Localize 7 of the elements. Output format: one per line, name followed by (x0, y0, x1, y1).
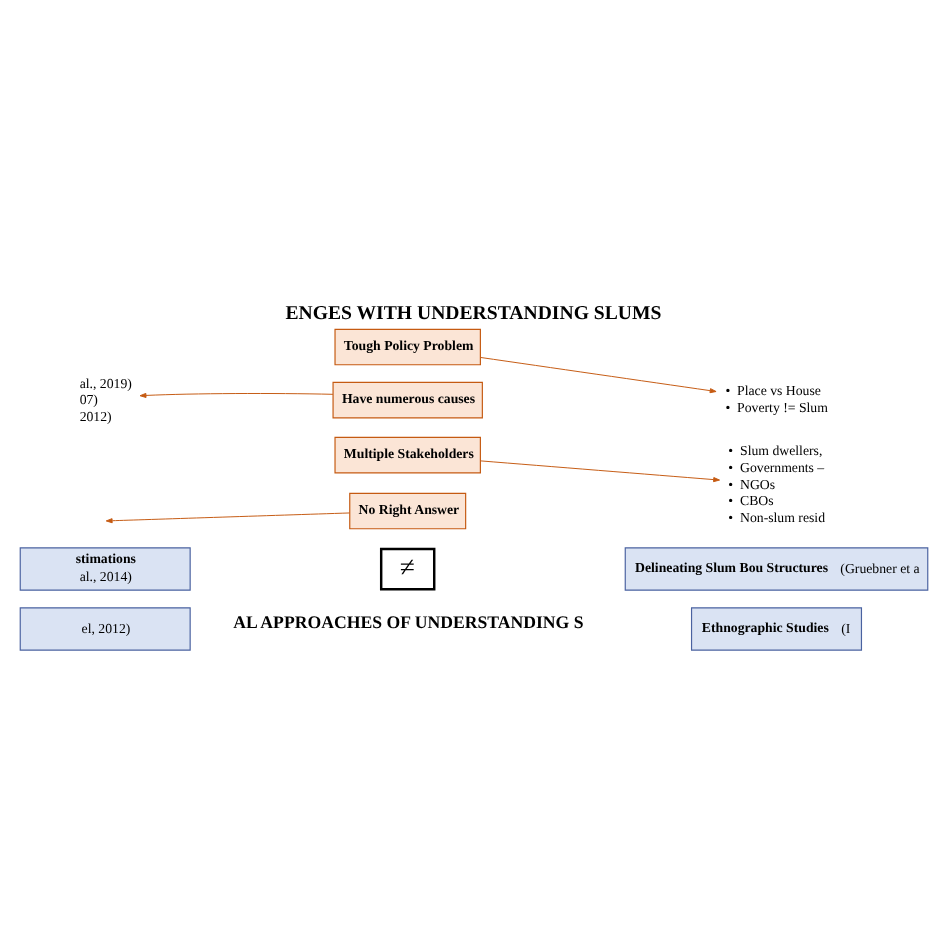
arrow (480, 356, 717, 393)
arrow (105, 511, 351, 523)
arrow (139, 391, 334, 397)
node-box: ≠ (379, 546, 436, 590)
arrow (480, 459, 721, 482)
label: AL APPROACHES OF UNDERSTANDING S (233, 611, 584, 632)
diagram-title: ENGES WITH UNDERSTANDING SLUMS (285, 301, 662, 324)
